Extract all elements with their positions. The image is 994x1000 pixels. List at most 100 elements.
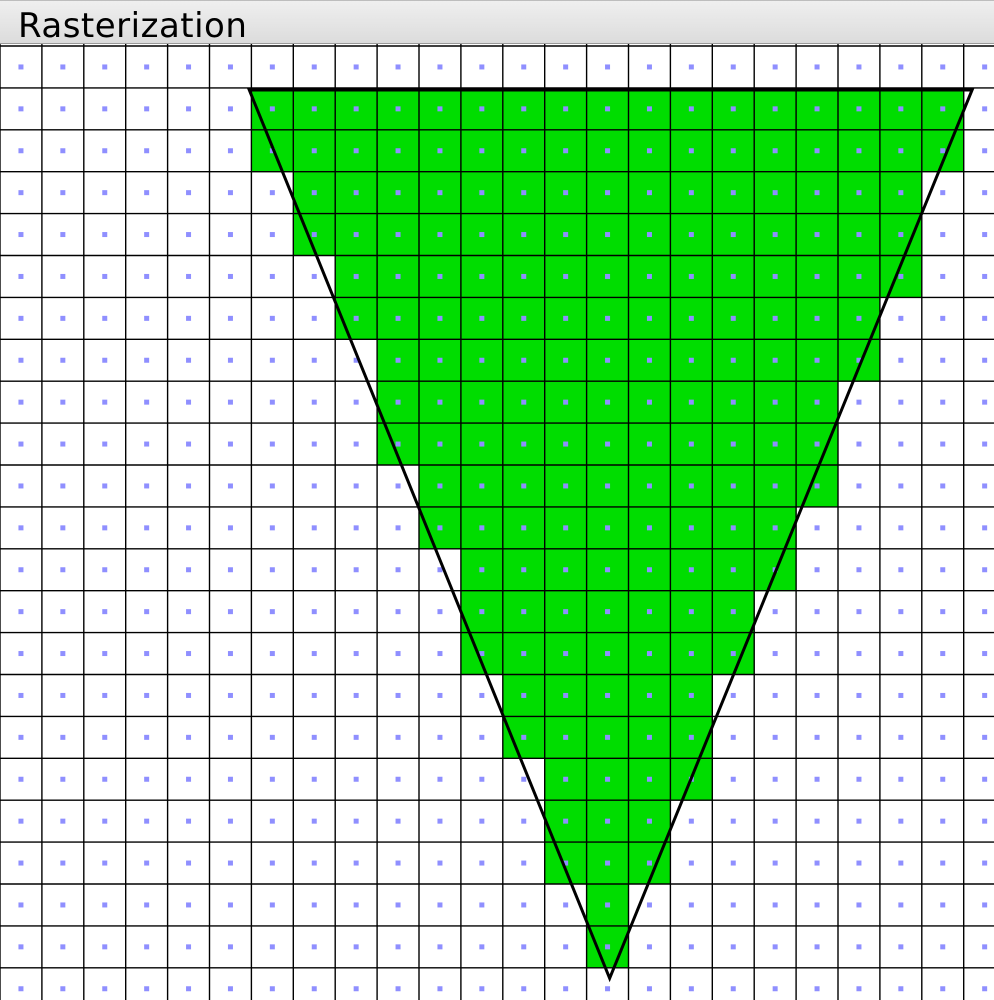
sample-point: [395, 64, 401, 70]
sample-point: [688, 273, 694, 279]
sample-point: [814, 860, 820, 866]
sample-point: [563, 860, 569, 866]
sample-point: [227, 357, 233, 363]
sample-point: [856, 818, 862, 824]
sample-point: [311, 651, 317, 657]
sample-point: [688, 483, 694, 489]
sample-point: [772, 273, 778, 279]
sample-point: [688, 609, 694, 615]
sample-point: [688, 860, 694, 866]
sample-point: [605, 64, 611, 70]
sample-point: [102, 902, 108, 908]
sample-point: [982, 190, 988, 196]
rasterization-canvas[interactable]: [0, 44, 994, 1000]
sample-point: [730, 902, 736, 908]
sample-point: [353, 525, 359, 531]
sample-point: [563, 567, 569, 573]
sample-point: [479, 525, 485, 531]
sample-point: [437, 357, 443, 363]
sample-point: [395, 692, 401, 698]
sample-point: [730, 441, 736, 447]
sample-point: [730, 232, 736, 238]
sample-point: [269, 986, 275, 992]
sample-point: [646, 609, 652, 615]
sample-point: [814, 986, 820, 992]
sample-point: [227, 734, 233, 740]
sample-point: [353, 357, 359, 363]
sample-point: [186, 357, 192, 363]
sample-point: [646, 106, 652, 112]
sample-point: [646, 776, 652, 782]
sample-point: [479, 399, 485, 405]
sample-point: [395, 357, 401, 363]
sample-point: [479, 190, 485, 196]
sample-point: [479, 441, 485, 447]
sample-point: [940, 944, 946, 950]
sample-point: [563, 818, 569, 824]
sample-point: [605, 986, 611, 992]
sample-point: [521, 525, 527, 531]
sample-point: [688, 315, 694, 321]
sample-point: [521, 692, 527, 698]
sample-point: [563, 106, 569, 112]
sample-point: [646, 190, 652, 196]
sample-point: [605, 190, 611, 196]
sample-point: [102, 944, 108, 950]
sample-point: [353, 190, 359, 196]
sample-point: [102, 357, 108, 363]
sample-point: [227, 441, 233, 447]
rasterization-grid[interactable]: [0, 44, 994, 1000]
sample-point: [186, 399, 192, 405]
sample-point: [311, 609, 317, 615]
sample-point: [186, 776, 192, 782]
sample-point: [186, 148, 192, 154]
sample-point: [18, 986, 24, 992]
sample-point: [563, 190, 569, 196]
sample-point: [521, 190, 527, 196]
sample-point: [982, 525, 988, 531]
sample-point: [353, 860, 359, 866]
sample-point: [940, 232, 946, 238]
sample-point: [60, 315, 66, 321]
sample-point: [144, 315, 150, 321]
sample-point: [311, 902, 317, 908]
sample-point: [898, 986, 904, 992]
sample-point: [521, 64, 527, 70]
sample-point: [982, 106, 988, 112]
sample-point: [856, 64, 862, 70]
sample-point: [437, 399, 443, 405]
sample-point: [102, 860, 108, 866]
sample-point: [144, 525, 150, 531]
sample-point: [898, 441, 904, 447]
sample-point: [856, 483, 862, 489]
sample-point: [186, 525, 192, 531]
pixel-sample-points: [18, 64, 988, 992]
sample-point: [982, 986, 988, 992]
sample-point: [856, 692, 862, 698]
sample-point: [730, 525, 736, 531]
sample-point: [269, 399, 275, 405]
sample-point: [772, 315, 778, 321]
sample-point: [605, 525, 611, 531]
sample-point: [940, 315, 946, 321]
sample-point: [730, 190, 736, 196]
sample-point: [856, 860, 862, 866]
sample-point: [688, 692, 694, 698]
sample-point: [437, 734, 443, 740]
sample-point: [646, 441, 652, 447]
sample-point: [437, 232, 443, 238]
sample-point: [395, 944, 401, 950]
sample-point: [60, 902, 66, 908]
sample-point: [353, 315, 359, 321]
sample-point: [479, 692, 485, 698]
sample-point: [353, 64, 359, 70]
sample-point: [814, 902, 820, 908]
sample-point: [646, 525, 652, 531]
sample-point: [102, 273, 108, 279]
sample-point: [18, 441, 24, 447]
sample-point: [479, 567, 485, 573]
sample-point: [605, 944, 611, 950]
sample-point: [814, 609, 820, 615]
sample-point: [395, 818, 401, 824]
sample-point: [646, 944, 652, 950]
